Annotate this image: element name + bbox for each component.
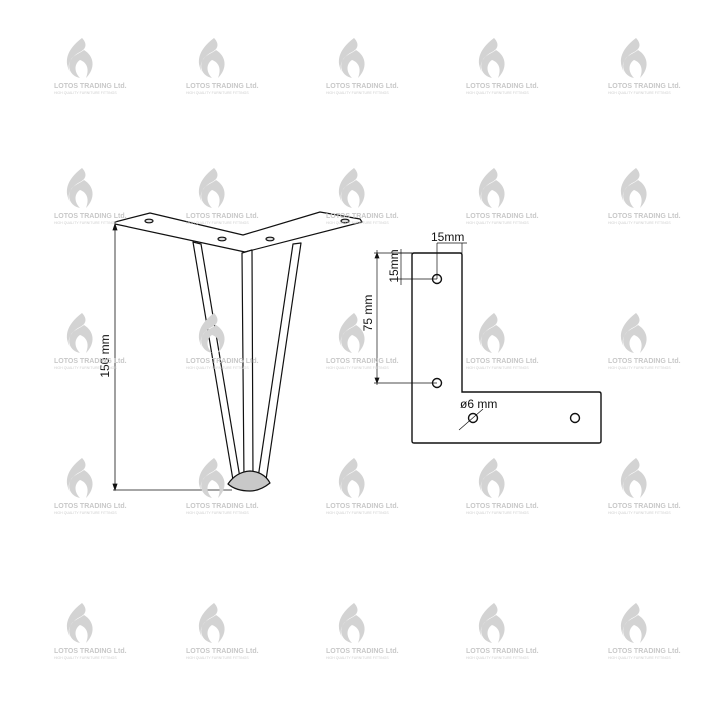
bracket-hole	[467, 412, 479, 424]
mounting-plate	[114, 211, 363, 253]
bracket-vertical-offset-label: 15mm	[387, 249, 401, 282]
bracket-dimensions	[374, 242, 484, 431]
bracket-hole-spacing-label: 75 mm	[361, 295, 375, 332]
leg-rod-left	[192, 241, 241, 481]
bracket-outline	[411, 252, 602, 444]
leg-foot	[227, 470, 271, 492]
plate-hole	[265, 236, 275, 242]
bracket-horizontal-offset-label: 15mm	[431, 230, 464, 244]
leg-rod-middle	[241, 249, 254, 481]
plate-hole	[144, 218, 154, 224]
plate-hole	[217, 236, 227, 242]
l-bracket	[411, 252, 602, 444]
leg-height-label: 150 mm	[98, 334, 112, 377]
leg-rod-right	[257, 242, 302, 481]
bracket-hole-diameter-label: ø6 mm	[460, 397, 497, 411]
plate-hole	[340, 218, 350, 224]
furniture-leg	[114, 211, 363, 492]
bracket-hole	[569, 412, 581, 424]
